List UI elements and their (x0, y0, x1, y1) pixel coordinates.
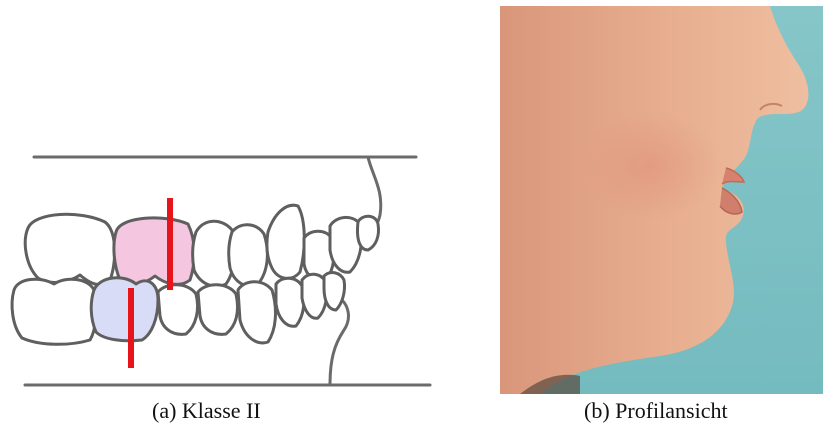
lower-incisor-front (324, 273, 345, 310)
lower-premolar-2 (198, 285, 238, 335)
profile-photo-illustration (500, 6, 823, 394)
panel-b-profile-photo (500, 6, 823, 394)
caption-b: (b) Profilansicht (584, 398, 728, 424)
upper-first-molar (114, 218, 194, 284)
upper-premolar-2 (229, 225, 268, 286)
upper-canine (267, 205, 304, 278)
class-ii-occlusion-diagram (0, 0, 450, 400)
panel-a-dental-diagram: (a) Klasse II (0, 0, 450, 432)
lower-gum-contour (330, 300, 348, 385)
lower-canine (238, 282, 275, 343)
lower-premolar-1 (158, 285, 198, 335)
caption-a: (a) Klasse II (152, 398, 261, 424)
lower-first-molar (91, 278, 158, 341)
lower-lateral-incisor (276, 278, 304, 326)
cheek-blush (580, 111, 720, 221)
upper-incisor-front (357, 216, 378, 250)
upper-molar-back (25, 214, 114, 284)
lower-molar-back (12, 279, 96, 344)
